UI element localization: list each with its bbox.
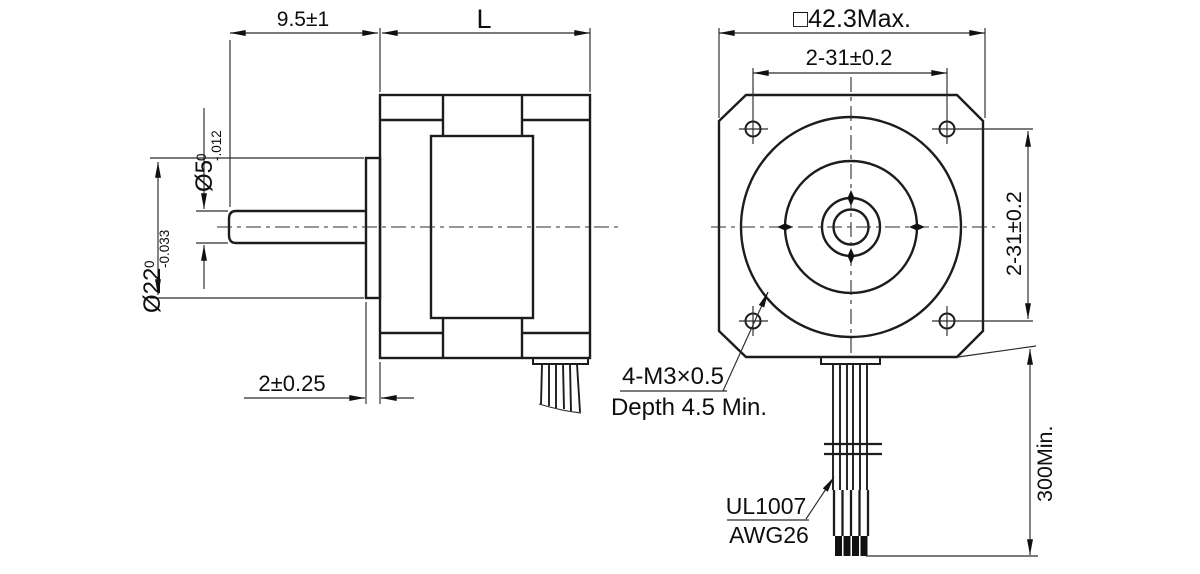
dim-shaft-protrusion-label: 9.5±1 bbox=[277, 8, 329, 31]
dim-body-length-label: L bbox=[476, 4, 491, 34]
ext-line-wire-top bbox=[957, 345, 1037, 358]
mounting-hole-note-line2: Depth 4.5 Min. bbox=[611, 394, 767, 421]
leadwire-leader bbox=[805, 476, 835, 520]
pilot-boss bbox=[364, 156, 382, 300]
leadwire-note-line2: AWG26 bbox=[729, 522, 809, 548]
mounting-hole-note-line1: 4-M3×0.5 bbox=[622, 363, 724, 390]
center-mark-right bbox=[909, 223, 925, 231]
dim-wire-length-label: 300Min. bbox=[1033, 426, 1057, 503]
dim-face-width-label: □42.3Max. bbox=[793, 5, 911, 33]
pilot-dia-base: Ø22 bbox=[139, 268, 166, 313]
center-mark-top bbox=[847, 190, 855, 206]
hole-spacing-v-text: 2-31±0.2 bbox=[1002, 191, 1026, 276]
dim-hole-spacing-v-label: 2-31±0.2 bbox=[1002, 191, 1026, 276]
mounting-hole-leader bbox=[722, 291, 769, 392]
pilot-dia-tol-lower: -0.033 bbox=[157, 230, 172, 268]
dim-hole-spacing-h-label: 2-31±0.2 bbox=[806, 45, 893, 70]
front-view: □42.3Max. 2-31±0.2 2-31±0.2 300Min. 4-M3… bbox=[611, 5, 1057, 557]
leadwire-note-line1: UL1007 bbox=[726, 493, 807, 519]
front-face-outline bbox=[717, 93, 985, 359]
front-wire-bushing bbox=[820, 356, 881, 365]
center-mark-bottom bbox=[847, 248, 855, 264]
side-wire-bushing bbox=[532, 357, 589, 365]
front-wires bbox=[832, 364, 870, 536]
shaft-dia-tol-lower: -.012 bbox=[209, 130, 224, 161]
shaft-dia-base: Ø5 bbox=[191, 160, 218, 192]
center-mark-left bbox=[777, 223, 793, 231]
dim-shaft-diameter-label: Ø5 0 -.012 bbox=[191, 130, 224, 192]
shaft-dia-tol-upper: 0 bbox=[194, 153, 209, 161]
wire-tips bbox=[835, 536, 868, 556]
pilot-dia-tol-upper: 0 bbox=[142, 260, 157, 268]
dim-pilot-diameter-label: Ø22 0 -0.033 bbox=[139, 230, 172, 313]
side-view: 9.5±1 L Ø5 0 -.012 Ø22 0 -0.033 2±0.25 bbox=[139, 4, 623, 414]
dim-pilot-depth-label: 2±0.25 bbox=[258, 371, 325, 396]
wire-length-text: 300Min. bbox=[1033, 426, 1057, 503]
side-wires bbox=[538, 363, 582, 414]
